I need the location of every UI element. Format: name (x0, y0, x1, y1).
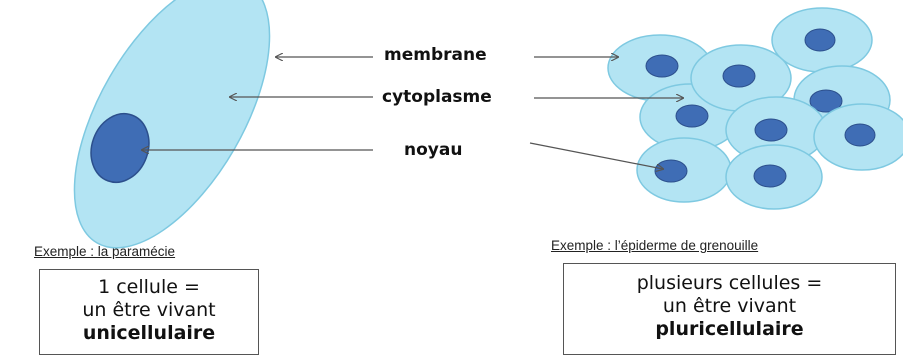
paramecium-cell (73, 0, 271, 249)
paramecium-nucleus (90, 112, 150, 184)
summary-line-2: un être vivant (662, 295, 797, 317)
unicellular-summary-box: 1 cellule = un être vivant unicellulaire (39, 269, 259, 355)
epidermis-cell (813, 103, 903, 171)
epidermis-cell (771, 7, 873, 73)
summary-line-3: pluricellulaire (655, 318, 804, 340)
epidermis-cell (636, 137, 732, 203)
summary-line-1: 1 cellule = (98, 276, 200, 298)
arrow-noyau-right (529, 142, 663, 169)
diagram-canvas (73, 0, 903, 249)
example-caption-left: Exemple : la paramécie (34, 244, 176, 259)
pluricellular-summary-box: plusieurs cellules = un être vivant plur… (563, 263, 896, 355)
paramecium-cytoplasm (73, 0, 271, 249)
summary-line-1: plusieurs cellules = (636, 272, 823, 294)
example-caption-right: Exemple : l’épiderme de grenouille (551, 238, 759, 253)
epidermis-cell (690, 44, 792, 112)
label-membrane: membrane (384, 45, 487, 65)
summary-line-3: unicellulaire (82, 322, 216, 344)
label-arrows (142, 57, 683, 169)
epidermis-cell (725, 144, 823, 210)
label-noyau: noyau (404, 140, 463, 160)
epidermis-cell-cluster (607, 7, 903, 210)
summary-line-2: un être vivant (82, 299, 216, 321)
label-cytoplasme: cytoplasme (382, 87, 492, 107)
